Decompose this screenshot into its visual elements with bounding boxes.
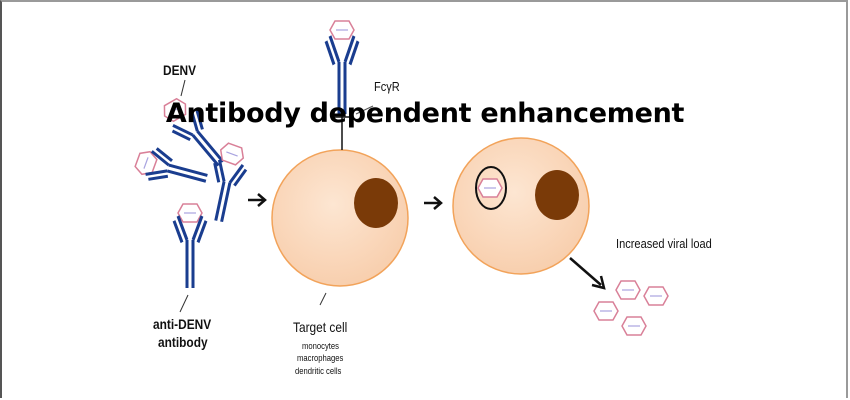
denv-pointer	[180, 79, 186, 97]
arrow-icon	[424, 196, 443, 210]
release-arrow-icon	[569, 257, 606, 290]
target-cell	[271, 149, 409, 287]
cell-type-dendritic: dendritic cells	[295, 366, 342, 376]
antibody-virus-complex-2	[132, 145, 213, 196]
target-cell-pointer	[319, 292, 327, 306]
nucleus	[535, 170, 579, 220]
cell-type-monocytes: monocytes	[302, 341, 340, 351]
fcgr-label: FcγR	[374, 79, 400, 94]
antibody-pointer	[179, 294, 189, 313]
antibody-label-line1: anti-DENV	[153, 316, 212, 332]
antibody-label-line2: antibody	[158, 334, 208, 350]
denv-label: DENV	[163, 62, 197, 78]
arrow-icon	[248, 193, 267, 207]
nucleus	[354, 178, 398, 228]
antibody-virus-complex-4	[172, 203, 208, 290]
viral-load-label: Increased viral load	[616, 236, 712, 251]
target-cell-label: Target cell	[293, 319, 348, 335]
title: Antibody dependent enhancement	[165, 98, 685, 129]
infected-cell	[452, 137, 590, 275]
cell-type-macrophages: macrophages	[297, 353, 344, 363]
receptor-bound-antibody	[324, 20, 374, 150]
